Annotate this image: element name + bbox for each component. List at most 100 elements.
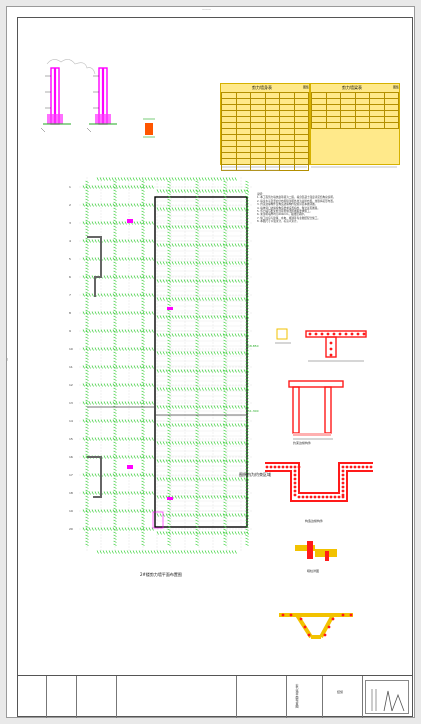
rebar-tick bbox=[210, 477, 213, 481]
rebar-tick bbox=[85, 189, 89, 192]
rebar-tick bbox=[245, 327, 249, 330]
rebar-tick bbox=[82, 383, 85, 387]
rebar-tick bbox=[126, 550, 129, 554]
rebar-dot bbox=[293, 481, 297, 485]
rebar-tick bbox=[82, 185, 85, 189]
rebar-tick bbox=[142, 221, 145, 225]
rebar-tick bbox=[85, 534, 89, 537]
rebar-tick bbox=[219, 189, 222, 193]
rebar-tick bbox=[113, 300, 117, 303]
rebar-tick bbox=[141, 441, 145, 444]
rebar-tick bbox=[223, 222, 227, 225]
rebar-tick bbox=[113, 225, 117, 228]
rebar-tick bbox=[124, 455, 127, 459]
rebar-tick bbox=[103, 365, 106, 369]
rebar-tick bbox=[141, 432, 145, 435]
rebar-dot bbox=[345, 465, 349, 469]
rebar-tick bbox=[195, 525, 199, 528]
rebar-tick bbox=[219, 297, 222, 301]
rebar-tick bbox=[198, 189, 201, 193]
rebar-tick bbox=[139, 383, 142, 387]
rebar-tick bbox=[195, 369, 199, 372]
rebar-tick bbox=[201, 225, 204, 229]
rebar-tick bbox=[240, 261, 243, 265]
rebar-tick bbox=[195, 282, 199, 285]
rebar-tick bbox=[113, 537, 117, 540]
rebar-tick bbox=[225, 369, 228, 373]
rebar-tick bbox=[115, 275, 118, 279]
rebar-tick bbox=[156, 261, 159, 265]
rebar-tick bbox=[222, 261, 225, 265]
rebar-tick bbox=[195, 333, 199, 336]
rebar-tick bbox=[162, 279, 165, 283]
rebar-tick bbox=[85, 336, 89, 339]
rebar-tick bbox=[159, 513, 162, 517]
notes-lines: 1. 本工程剪力墙抗震等级为二级，墙身混凝土强度详见结构总说明。2. 墙身水平及… bbox=[257, 196, 377, 223]
rebar-tick bbox=[192, 261, 195, 265]
rebar-tick bbox=[195, 327, 199, 330]
rebar-tick bbox=[108, 177, 111, 181]
rebar-tick bbox=[118, 509, 121, 513]
rebar-tick bbox=[99, 177, 102, 181]
rebar-tick bbox=[113, 204, 117, 207]
rebar-tick bbox=[192, 477, 195, 481]
rebar-tick bbox=[113, 369, 117, 372]
rebar-tick bbox=[195, 342, 199, 345]
rebar-tick bbox=[109, 311, 112, 315]
rebar-tick bbox=[141, 183, 145, 186]
rebar-tick bbox=[141, 210, 145, 213]
rebar-tick bbox=[231, 459, 234, 463]
rebar-tick bbox=[234, 225, 237, 229]
rebar-tick bbox=[113, 282, 117, 285]
rebar-tick bbox=[223, 540, 227, 543]
rebar-tick bbox=[222, 297, 225, 301]
rebar-tick bbox=[245, 336, 249, 339]
rebar-tick bbox=[213, 513, 216, 517]
rebar-tick bbox=[141, 279, 145, 282]
rebar-tick bbox=[213, 369, 216, 373]
rebar-tick bbox=[223, 423, 227, 426]
rebar-tick bbox=[225, 177, 228, 181]
rebar-tick bbox=[113, 321, 117, 324]
rebar-tick bbox=[228, 207, 231, 211]
rebar-tick bbox=[243, 225, 246, 229]
rebar-tick bbox=[228, 351, 231, 355]
rebar-tick bbox=[94, 437, 97, 441]
rebar-tick bbox=[133, 455, 136, 459]
rebar-tick bbox=[141, 339, 145, 342]
rebar-tick bbox=[223, 321, 227, 324]
rebar-dot bbox=[341, 465, 345, 469]
rebar-tick bbox=[162, 441, 165, 445]
rebar-tick bbox=[100, 365, 103, 369]
rebar-tick bbox=[113, 294, 117, 297]
rebar-tick bbox=[127, 329, 130, 333]
rebar-tick bbox=[141, 333, 145, 336]
rebar-tick bbox=[121, 491, 124, 495]
rebar-tick bbox=[245, 207, 249, 210]
rebar-dot bbox=[293, 485, 297, 489]
rebar-tick bbox=[195, 459, 199, 462]
rebar-tick bbox=[228, 177, 231, 181]
rebar-tick bbox=[148, 383, 151, 387]
rebar-tick bbox=[136, 221, 139, 225]
rebar-tick bbox=[168, 177, 171, 181]
rebar-tick bbox=[162, 333, 165, 337]
rebar-tick bbox=[213, 177, 216, 181]
rebar-tick bbox=[141, 306, 145, 309]
rebar-tick bbox=[85, 360, 89, 363]
rebar-tick bbox=[127, 455, 130, 459]
rebar-tick bbox=[97, 311, 100, 315]
drawing-frame bbox=[17, 17, 413, 717]
rebar-tick bbox=[195, 537, 199, 540]
rebar-tick bbox=[198, 207, 201, 211]
rebar-tick bbox=[219, 423, 222, 427]
rebar-tick bbox=[223, 525, 227, 528]
rebar-tick bbox=[113, 459, 117, 462]
rebar-tick bbox=[219, 405, 222, 409]
rebar-tick bbox=[245, 480, 249, 483]
rebar-tick bbox=[103, 473, 106, 477]
rebar-tick bbox=[201, 531, 204, 535]
rebar-tick bbox=[136, 365, 139, 369]
rebar-tick bbox=[156, 243, 159, 247]
rebar-tick bbox=[167, 216, 171, 219]
